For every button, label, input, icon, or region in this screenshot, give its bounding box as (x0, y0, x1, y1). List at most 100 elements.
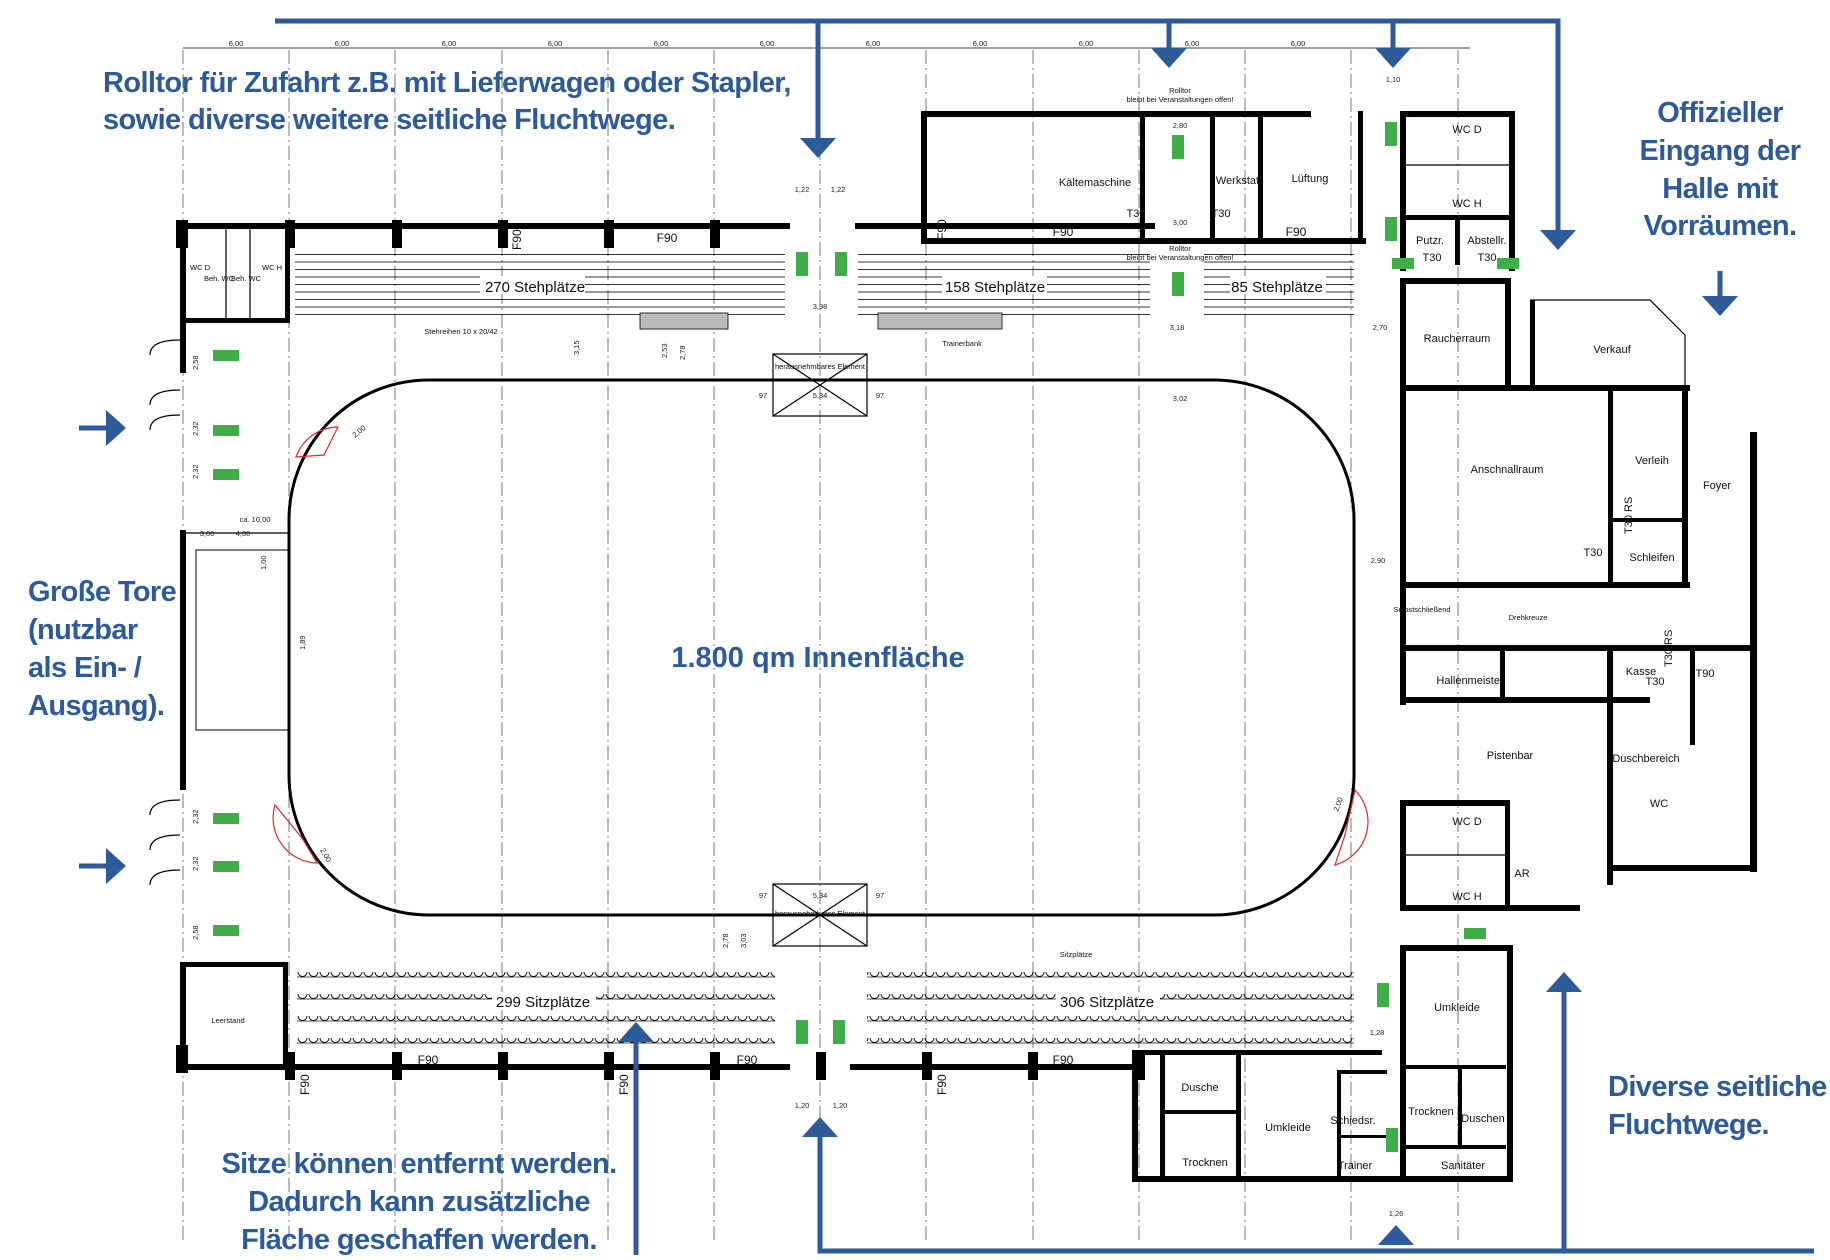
room-label: WC H (262, 263, 282, 272)
rating-label: T90 (1696, 668, 1715, 680)
room-label: Hallenmeister (1436, 675, 1504, 687)
annotation-rolltor: Rolltor für Zufahrt z.B. mit Lieferwagen… (103, 67, 791, 99)
dim-label: 97 (759, 891, 767, 900)
annotation-sitze: Dadurch kann zusätzliche (248, 1186, 590, 1218)
annotation-sitze: Sitze können entfernt werden. (221, 1148, 616, 1180)
dim-label: 2,32 (191, 464, 200, 479)
dim-label: 1,00 (259, 555, 268, 570)
dim-label: 6,00 (335, 39, 350, 48)
removable-elements (772, 353, 868, 947)
dim-label: 1,22 (831, 185, 846, 194)
dim-label: ca. 10,00 (240, 515, 271, 524)
room-label: WC H (1452, 198, 1481, 210)
room-label: Trainer (1338, 1160, 1373, 1172)
rating-label: F90 (935, 1074, 949, 1095)
dim-label: 6,00 (1291, 39, 1306, 48)
dim-label: 3,02 (1173, 394, 1188, 403)
main-hall-walls (149, 220, 1155, 1080)
grid-dimensions: 6,00 6,00 6,00 6,00 6,00 6,00 6,00 6,00 … (229, 39, 1401, 84)
rating-label: T30 RS (1663, 630, 1675, 667)
dim-label: 3,00 (1173, 218, 1188, 227)
room-label: bleibt bei Veranstaltungen offen! (1126, 253, 1233, 262)
capacity-label-299: 299 Sitzplätze (496, 994, 590, 1011)
exit-sign-icon (796, 1020, 808, 1044)
dim-label: 6,00 (229, 39, 244, 48)
dim-label: 6,00 (973, 39, 988, 48)
exit-sign-icon (1497, 258, 1519, 269)
room-label: Duschbereich (1612, 753, 1679, 765)
dim-label: 2,53 (660, 343, 669, 358)
exit-sign-icon (213, 350, 239, 361)
room-label: Pistenbar (1487, 750, 1534, 762)
arrow-up-icon (802, 1117, 838, 1137)
rating-label: F90 (1053, 225, 1074, 239)
rating-label: F90 (737, 1053, 758, 1067)
room-label: Umkleide (1265, 1122, 1311, 1134)
room-label: WC D (1452, 816, 1481, 828)
exit-sign-icon (213, 813, 239, 824)
rink-gates (272, 426, 1369, 866)
rating-label: F90 (1053, 1053, 1074, 1067)
exit-sign-icon (833, 1020, 845, 1044)
dim-label: 6,00 (760, 39, 775, 48)
room-label: Umkleide (1434, 1002, 1480, 1014)
dim-label: 4,00 (236, 529, 251, 538)
rating-label: F90 (418, 1053, 439, 1067)
room-labels: Kältemaschine Werkstatt Lüftung Rolltor … (190, 86, 1731, 1172)
annotation-flucht: Fluchtwege. (1608, 1109, 1769, 1141)
dim-label: 2,32 (191, 421, 200, 436)
room-label: Leerstand (211, 1016, 244, 1025)
room-label: WC (1650, 798, 1668, 810)
room-label: WC H (1452, 891, 1481, 903)
room-label: Sanitäter (1441, 1160, 1485, 1172)
room-label: AR (1514, 868, 1529, 880)
room-label: Abstellr. (1467, 235, 1506, 247)
exit-sign-icon (1386, 1128, 1398, 1152)
exit-sign-icon (213, 925, 239, 936)
rating-label: T30 (1584, 547, 1603, 559)
arrow-up-icon (1378, 1225, 1414, 1245)
exit-sign-icon (1377, 983, 1389, 1007)
capacity-label-158: 158 Stehplätze (945, 279, 1045, 296)
dim-label: 1,28 (1370, 1028, 1385, 1037)
room-label: Kasse (1626, 666, 1657, 678)
exit-sign-icon (213, 469, 239, 480)
dim-label: 1,26 (1389, 1209, 1404, 1218)
rating-label: T30 (1212, 208, 1231, 220)
annotation-eingang: Eingang der (1640, 135, 1801, 167)
emergency-exit-signs (213, 122, 1519, 1152)
dim-label: 6,00 (442, 39, 457, 48)
dim-label: 97 (876, 391, 884, 400)
room-label: Schiedsr. (1330, 1115, 1375, 1127)
exit-sign-icon (1172, 135, 1184, 159)
room-label: Anschnallraum (1471, 464, 1544, 476)
escape-route-arrows (79, 18, 1814, 1255)
annotations: Rolltor für Zufahrt z.B. mit Lieferwagen… (28, 67, 1828, 1256)
upper-annex-walls (921, 111, 1515, 271)
rating-label: T30 (1478, 252, 1497, 264)
dim-label: 2,70 (1373, 323, 1388, 332)
rating-label: F90 (510, 229, 524, 250)
seating-rows (297, 960, 1354, 1050)
arrow-up-icon (1546, 972, 1582, 992)
room-label: Werkstatt (1216, 175, 1262, 187)
rating-label: F90 (1286, 225, 1307, 239)
rating-label: F90 (617, 1074, 631, 1095)
room-label: WC D (1452, 124, 1481, 136)
dim-label: 5,34 (813, 391, 828, 400)
arrow-down-icon (1151, 48, 1187, 68)
exit-sign-icon (1385, 217, 1397, 241)
fire-rating-labels: F90 F90 F90 F90 F90 F90 F90 F90 F90 F90 … (298, 208, 1675, 1095)
annotation-eingang: Vorräumen. (1643, 210, 1796, 242)
room-label: Beh. WC (231, 274, 262, 283)
annotation-eingang: Halle mit (1662, 173, 1778, 205)
dim-label: 2,78 (721, 933, 730, 948)
dim-label: 97 (876, 891, 884, 900)
dimension-labels: 2,80 3,00 3,98 3,18 2,70 1,22 1,22 5,34 … (191, 121, 1403, 1218)
capacity-labels: 270 Stehplätze 158 Stehplätze 85 Stehplä… (480, 276, 1326, 1011)
dim-label: 6,00 (1079, 39, 1094, 48)
dim-label: 6,00 (866, 39, 881, 48)
dim-label: 2,00 (1331, 796, 1344, 813)
arrow-up-icon (618, 1022, 654, 1042)
arrow-down-icon (1540, 230, 1576, 250)
